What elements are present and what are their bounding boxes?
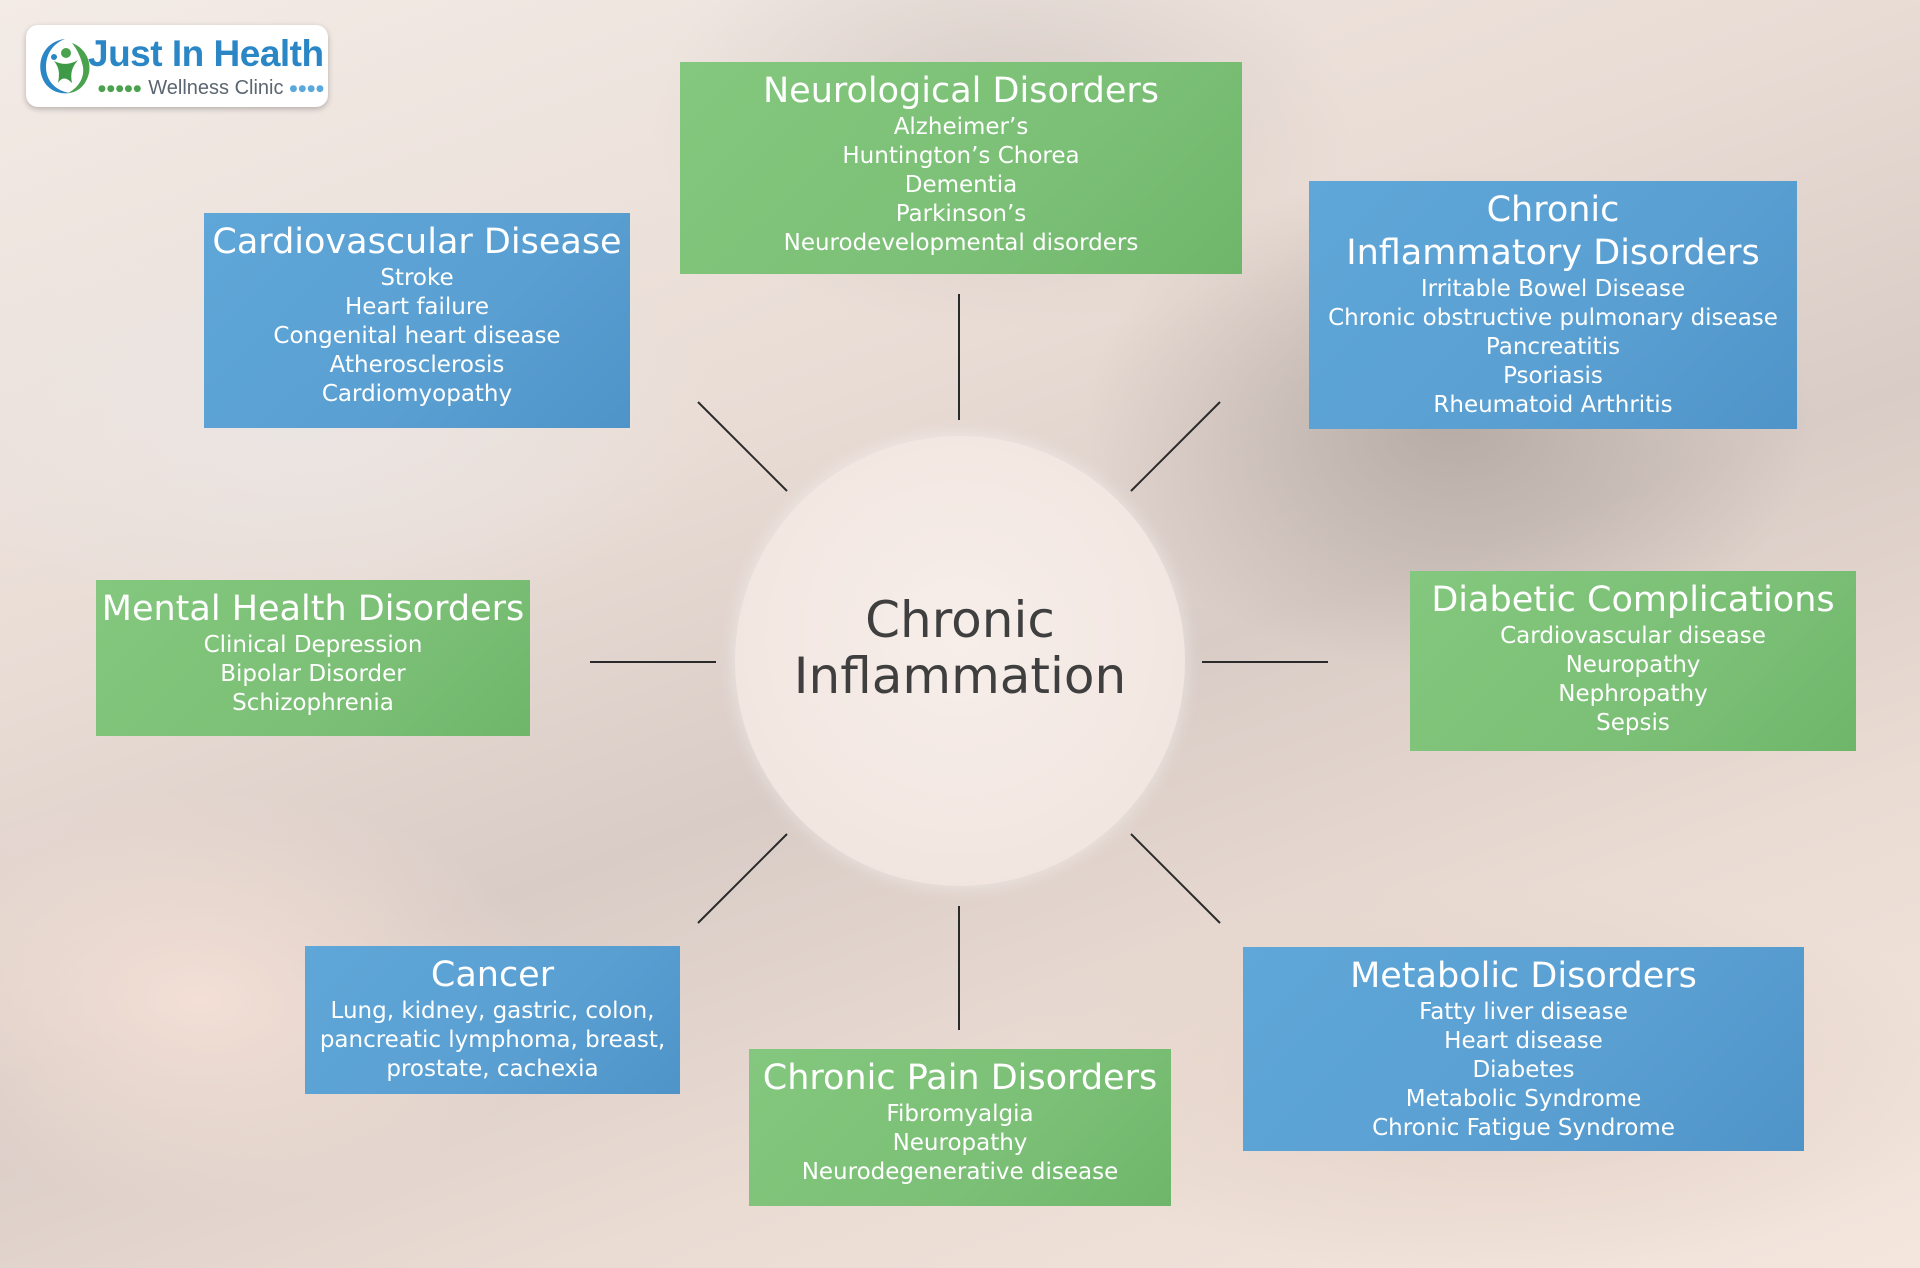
list-item: Metabolic Syndrome (1405, 1086, 1642, 1112)
box-cancer: Cancer Lung, kidney, gastric, colon, pan… (305, 946, 680, 1094)
list-item: Congenital heart disease (273, 323, 561, 349)
box-item-list: Stroke Heart failure Congenital heart di… (204, 264, 630, 409)
connector-bottom-left (697, 833, 788, 924)
list-item: Sepsis (1596, 710, 1670, 736)
list-item: Fibromyalgia (886, 1101, 1034, 1127)
box-chronic-pain-disorders: Chronic Pain Disorders Fibromyalgia Neur… (749, 1049, 1171, 1206)
list-item: Chronic Fatigue Syndrome (1372, 1115, 1675, 1141)
clinic-logo: Just In Health ●●●●● Wellness Clinic ●●●… (26, 25, 328, 107)
box-neurological-disorders: Neurological Disorders Alzheimer’s Hunti… (680, 62, 1242, 274)
list-item: Huntington’s Chorea (842, 143, 1080, 169)
box-item-list: Fatty liver disease Heart disease Diabet… (1243, 998, 1804, 1143)
list-item: Nephropathy (1558, 681, 1708, 707)
list-item: Pancreatitis (1485, 334, 1621, 360)
list-item: Fatty liver disease (1419, 999, 1628, 1025)
list-item: Dementia (904, 172, 1018, 198)
box-mental-health-disorders: Mental Health Disorders Clinical Depress… (96, 580, 530, 736)
logo-name: Just In Health (88, 33, 324, 74)
logo-subtitle-row: ●●●●● Wellness Clinic ●●●● (98, 77, 325, 100)
box-title: Metabolic Disorders (1350, 956, 1697, 996)
list-item: pancreatic lymphoma, breast, (319, 1027, 666, 1053)
list-item: Diabetes (1472, 1057, 1575, 1083)
list-item: Heart failure (345, 294, 489, 320)
box-diabetic-complications: Diabetic Complications Cardiovascular di… (1410, 571, 1856, 751)
list-item: Neuropathy (892, 1130, 1028, 1156)
list-item: Psoriasis (1503, 363, 1603, 389)
box-title: Mental Health Disorders (101, 589, 525, 629)
list-item: Cardiomyopathy (321, 381, 513, 407)
box-item-list: Clinical Depression Bipolar Disorder Sch… (96, 631, 530, 718)
logo-dots-right: ●●●● (289, 83, 325, 94)
box-cardiovascular-disease: Cardiovascular Disease Stroke Heart fail… (204, 213, 630, 428)
box-item-list: Alzheimer’s Huntington’s Chorea Dementia… (680, 113, 1242, 258)
box-chronic-inflammatory-disorders: Chronic Inflammatory Disorders Irritable… (1309, 181, 1797, 429)
connector-top-left (697, 401, 788, 492)
list-item: Irritable Bowel Disease (1420, 276, 1686, 302)
list-item: Neurodevelopmental disorders (783, 230, 1139, 256)
wellness-figure-icon (40, 39, 90, 94)
list-item: Clinical Depression (203, 632, 423, 658)
box-title-line2: Inflammatory Disorders (1346, 233, 1760, 273)
box-item-list: Irritable Bowel Disease Chronic obstruct… (1309, 275, 1797, 420)
list-item: Rheumatoid Arthritis (1433, 392, 1673, 418)
list-item: Lung, kidney, gastric, colon, (330, 998, 655, 1024)
center-hub: Chronic Inflammation (735, 436, 1185, 886)
box-title: Diabetic Complications (1431, 580, 1835, 620)
list-item: Neuropathy (1565, 652, 1701, 678)
center-title-line1: Chronic (865, 591, 1055, 649)
box-title: Neurological Disorders (762, 71, 1160, 111)
logo-subtitle: Wellness Clinic (148, 77, 284, 99)
connector-bottom-right (1130, 833, 1221, 924)
list-item: Chronic obstructive pulmonary disease (1328, 305, 1778, 331)
logo-dots-left: ●●●●● (98, 83, 143, 94)
box-title: Cardiovascular Disease (212, 222, 622, 262)
center-title-line2: Inflammation (793, 647, 1127, 705)
box-item-list: Lung, kidney, gastric, colon, pancreatic… (305, 997, 680, 1084)
list-item: Parkinson’s (895, 201, 1027, 227)
box-item-list: Cardiovascular disease Neuropathy Nephro… (1410, 622, 1856, 738)
list-item: Stroke (380, 265, 454, 291)
list-item: prostate, cachexia (386, 1056, 599, 1082)
box-item-list: Fibromyalgia Neuropathy Neurodegenerativ… (749, 1100, 1171, 1187)
box-title: Chronic Pain Disorders (762, 1058, 1158, 1098)
list-item: Neurodegenerative disease (801, 1159, 1119, 1185)
box-metabolic-disorders: Metabolic Disorders Fatty liver disease … (1243, 947, 1804, 1151)
box-title: Cancer (430, 955, 555, 995)
box-title-line1: Chronic (1486, 190, 1620, 230)
list-item: Cardiovascular disease (1500, 623, 1766, 649)
list-item: Alzheimer’s (893, 114, 1029, 140)
list-item: Schizophrenia (232, 690, 394, 716)
list-item: Atherosclerosis (329, 352, 505, 378)
center-title: Chronic Inflammation (735, 592, 1185, 704)
list-item: Heart disease (1444, 1028, 1603, 1054)
connector-top-right (1130, 401, 1221, 492)
list-item: Bipolar Disorder (220, 661, 406, 687)
